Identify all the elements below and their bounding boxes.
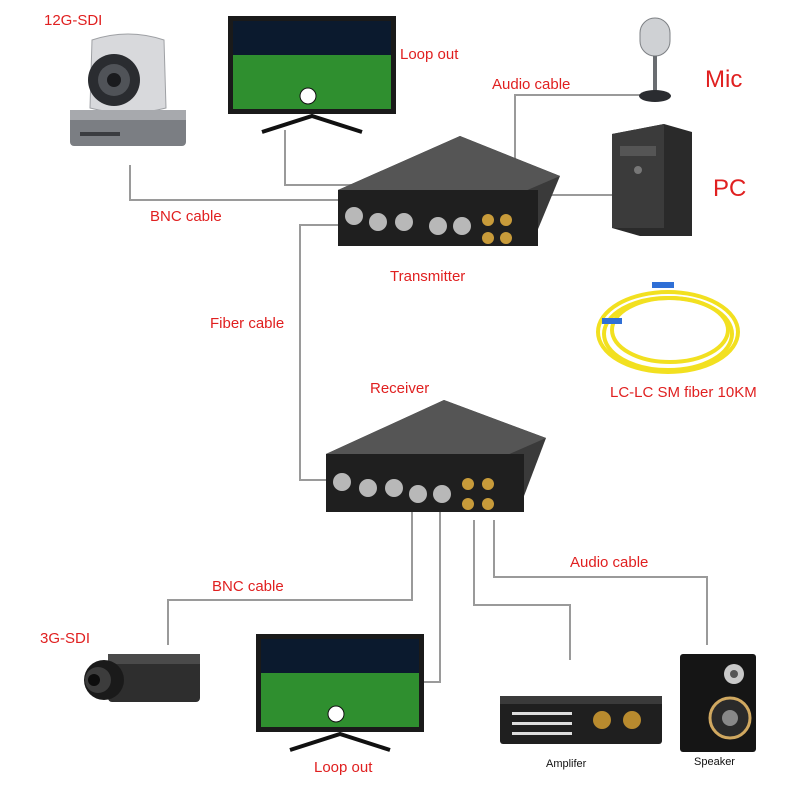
- tv-monitor-icon: [256, 634, 424, 752]
- pc-tower-icon: [612, 124, 692, 236]
- loop-out-bottom-line: [424, 510, 441, 683]
- audio-cable-top-label: Audio cable: [492, 76, 571, 93]
- receiver-box-icon: [326, 400, 546, 512]
- fiber-coil-icon: [596, 282, 740, 374]
- fiber-spec-label: LC-LC SM fiber 10KM: [610, 384, 757, 401]
- transmitter-box-icon: [338, 136, 560, 246]
- pc-label: PC: [713, 175, 747, 202]
- dest-camera-label: 3G-SDI: [40, 630, 91, 647]
- transmitter-label: Transmitter: [390, 268, 466, 285]
- amplifier-icon: [500, 696, 662, 744]
- amplifier-label: Amplifer: [546, 758, 587, 770]
- bnc-cable-top-label: BNC cable: [150, 208, 222, 225]
- source-camera-label: 12G-SDI: [44, 12, 103, 29]
- bnc-cable-bottom-line: [167, 505, 413, 645]
- amp-line: [473, 520, 571, 660]
- mic-label: Mic: [705, 66, 743, 93]
- loop-out-bottom-label: Loop out: [314, 759, 373, 776]
- box-camera-icon: [84, 654, 200, 702]
- ptz-camera-icon: [70, 33, 186, 146]
- receiver-label: Receiver: [370, 380, 430, 397]
- loop-out-top-label: Loop out: [400, 46, 459, 63]
- audio-cable-bottom-label: Audio cable: [570, 554, 649, 571]
- tv-monitor-icon: [228, 16, 396, 134]
- microphone-icon: [639, 17, 671, 102]
- speaker-line: [493, 520, 708, 645]
- fiber-cable-label: Fiber cable: [210, 315, 285, 332]
- bnc-cable-bottom-label: BNC cable: [212, 578, 284, 595]
- fiber-cable-line: [299, 224, 340, 481]
- speaker-icon: [680, 654, 756, 752]
- speaker-label: Speaker: [694, 756, 735, 768]
